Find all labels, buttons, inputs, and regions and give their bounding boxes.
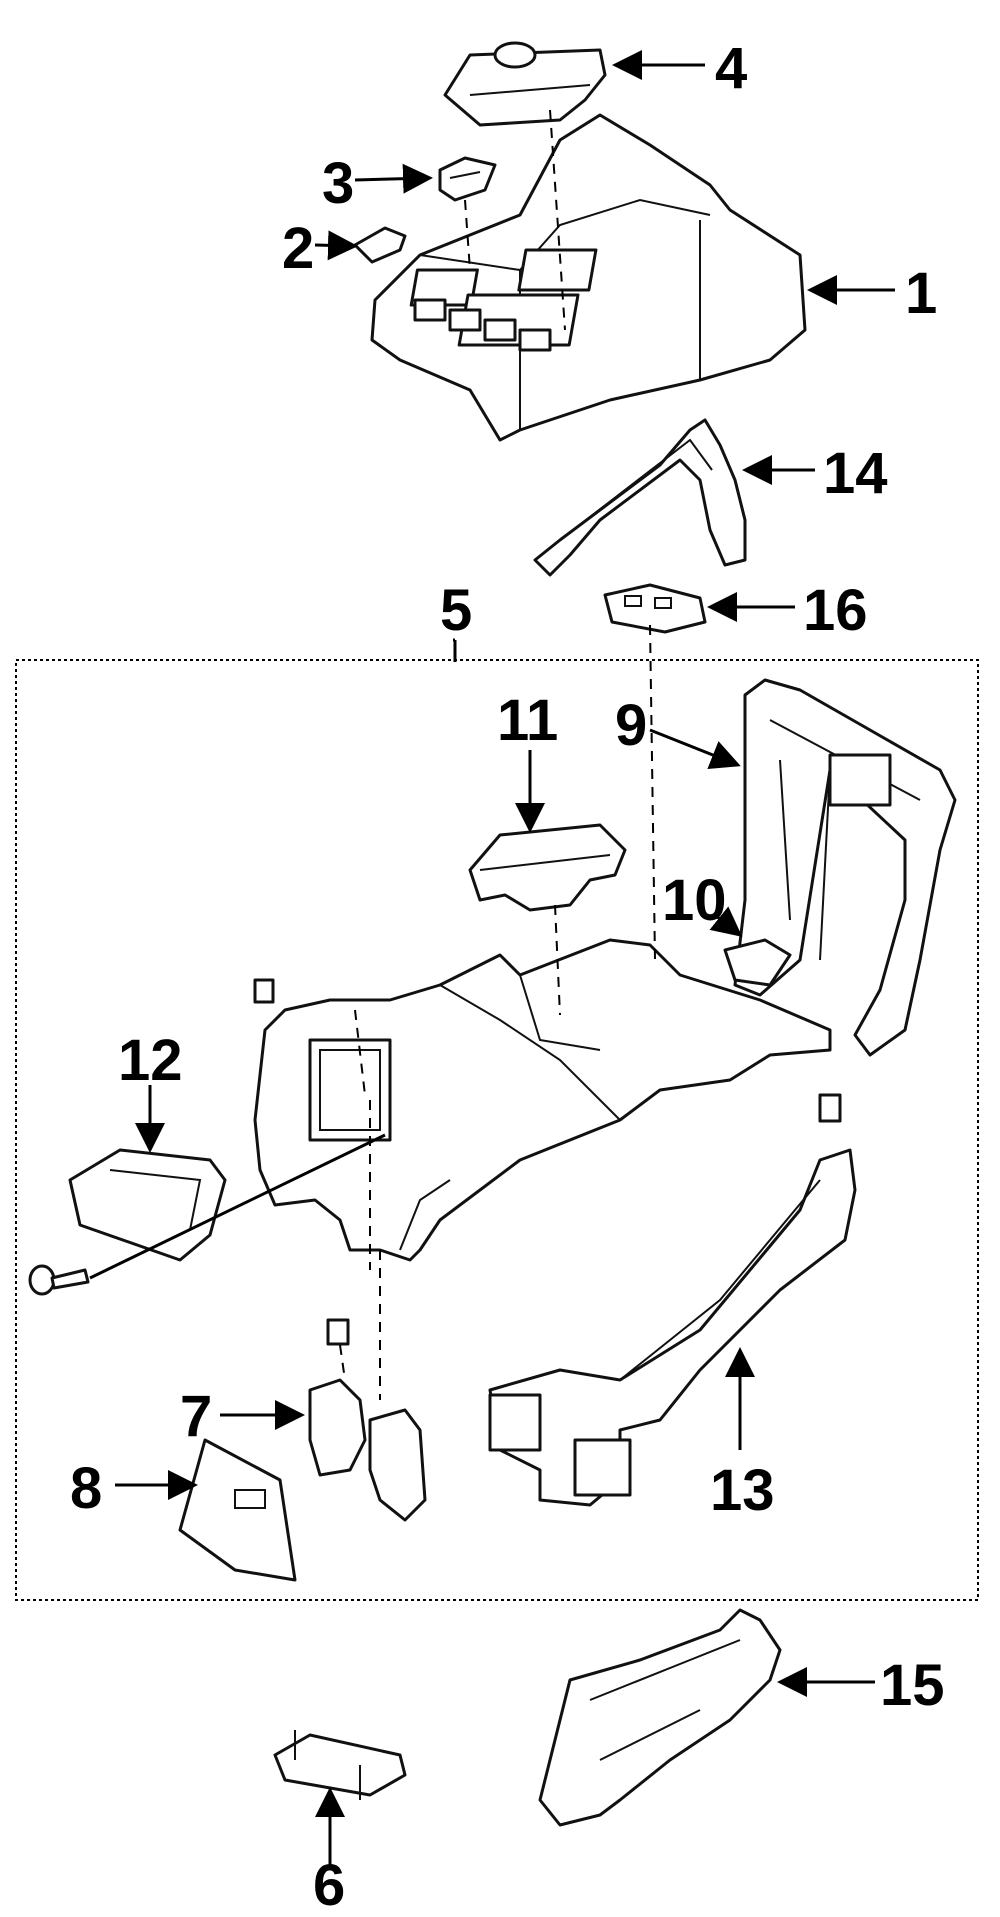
leader-arrows — [115, 50, 895, 1870]
callout-15: 15 — [880, 1653, 945, 1718]
leader-2 — [314, 230, 358, 261]
part-14-bracket — [533, 418, 747, 577]
leader-10 — [709, 906, 743, 937]
leader-3 — [354, 163, 433, 194]
callout-12: 12 — [118, 1028, 183, 1093]
callout-10: 10 — [662, 868, 727, 933]
part-15-support — [538, 1608, 782, 1827]
part-6-mount — [273, 1730, 407, 1800]
leader-9 — [649, 728, 741, 769]
part-9-rear-panel — [733, 678, 957, 1057]
screw — [28, 1264, 90, 1296]
callout-3: 3 — [322, 151, 354, 216]
part-16-plate — [603, 583, 707, 634]
callout-13: 13 — [710, 1458, 775, 1523]
part-4-shift-boot — [443, 41, 607, 127]
part-12-ashtray — [68, 1148, 227, 1262]
callout-2: 2 — [282, 216, 314, 281]
callout-labels: 4 3 2 1 14 16 5 11 9 10 12 7 8 13 15 6 — [70, 36, 945, 1917]
callout-1: 1 — [905, 261, 937, 326]
callout-6: 6 — [313, 1853, 345, 1912]
part-10-bracket — [723, 938, 792, 987]
callout-16: 16 — [803, 578, 868, 643]
callout-4: 4 — [715, 36, 747, 101]
part-2-clip — [353, 226, 407, 264]
callout-7: 7 — [180, 1384, 212, 1449]
lower-console-body — [253, 938, 832, 1262]
part-13-duct — [488, 1148, 857, 1507]
callout-9: 9 — [615, 693, 647, 758]
callout-5: 5 — [440, 578, 472, 643]
part-7-bracket — [308, 1378, 427, 1522]
clips — [253, 978, 842, 1346]
callout-11: 11 — [497, 688, 558, 753]
group-frame — [15, 659, 979, 1601]
part-1-upper-console — [370, 113, 807, 442]
callout-14: 14 — [823, 441, 888, 506]
part-3-switch — [438, 156, 497, 202]
callout-8: 8 — [70, 1456, 102, 1521]
part-11-lid — [468, 823, 627, 912]
assembly-lines — [89, 109, 656, 1400]
part-8-pad — [178, 1438, 297, 1582]
